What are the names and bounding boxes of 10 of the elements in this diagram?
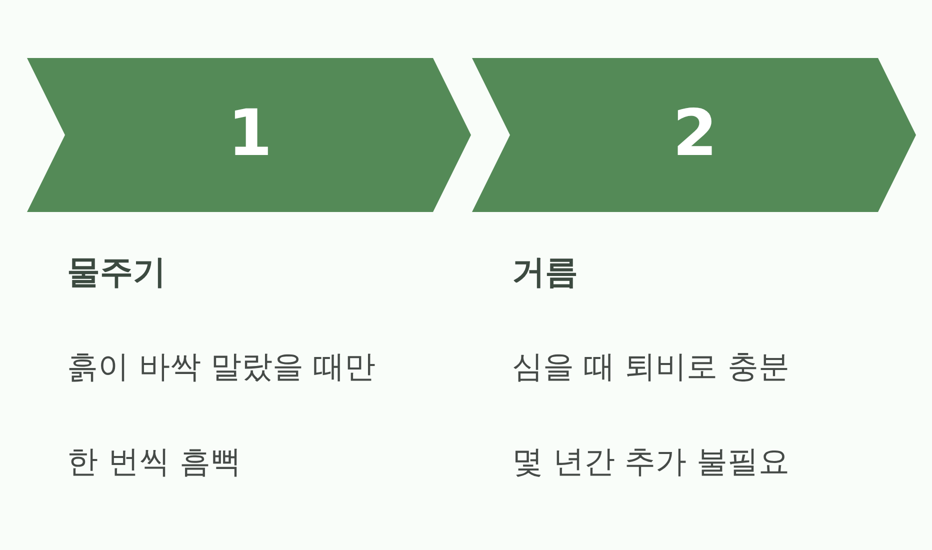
step-description: 몇 년간 추가 불필요 xyxy=(512,443,790,482)
chevron-step xyxy=(472,58,916,212)
step-number: 1 xyxy=(228,96,272,172)
step-heading: 거름 xyxy=(512,252,578,292)
step-description: 흙이 바싹 말랐을 때만 xyxy=(67,348,376,387)
step-description: 심을 때 퇴비로 충분 xyxy=(512,348,790,387)
step-description: 한 번씩 흠뻑 xyxy=(67,443,242,482)
chevron-step xyxy=(27,58,471,212)
step-heading: 물주기 xyxy=(67,252,166,292)
step-number: 2 xyxy=(672,96,718,172)
